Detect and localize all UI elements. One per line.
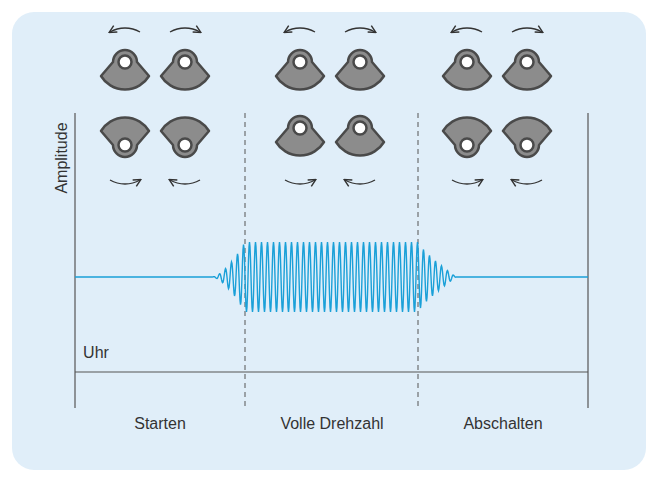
phase-label: Volle Drehzahl [280,416,383,432]
rotation-arrow [110,28,140,32]
phase-label: Starten [134,416,186,432]
time-axis [75,371,588,372]
rotation-arrow [452,28,482,32]
eccentric-weights [276,50,384,156]
rotation-arrow [452,180,482,184]
amplitude-axis [74,113,75,408]
phase-label: Abschalten [463,416,542,432]
rotation-arrow [170,180,200,184]
background-panel [12,12,646,470]
rotation-arrow [512,180,542,184]
eccentric-weights [443,50,551,157]
vibration-signal [75,242,588,312]
axis-label: Amplitude [54,122,70,193]
axis-label: Uhr [83,345,109,361]
rotation-arrow [285,180,315,184]
rotation-arrow [170,28,200,32]
rotation-arrows [110,28,542,184]
rotation-arrow [285,28,315,32]
eccentric-weights [101,50,209,157]
rotation-arrow [345,28,375,32]
right-border [587,113,588,408]
rotation-arrow [345,180,375,184]
rotation-arrow [512,28,542,32]
rotation-arrow [110,180,140,184]
